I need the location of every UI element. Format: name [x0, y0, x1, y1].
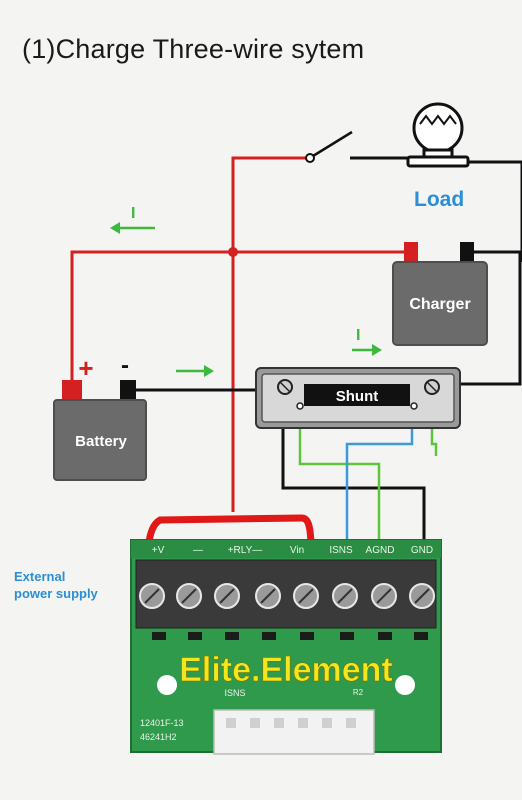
current-arrow-battery-shunt — [176, 365, 214, 377]
header-label-vin: Vin — [290, 545, 304, 556]
header-label-isns: ISNS — [329, 545, 353, 556]
charger: Charger — [392, 242, 488, 346]
battery-plus-sign: + — [78, 353, 93, 383]
battery-minus-sign: - — [121, 352, 129, 379]
shunt-label: Shunt — [336, 388, 379, 405]
current-arrow-shunt: I — [352, 327, 382, 356]
charger-label: Charger — [409, 296, 470, 313]
header-label-rly: +RLY— — [228, 545, 263, 556]
switch-lever — [312, 130, 353, 158]
current-label-shunt: I — [356, 327, 360, 344]
current-arrow-top-left: I — [110, 205, 155, 234]
mounting-hole-left — [157, 675, 177, 695]
board-code-1: 12401F-13 — [140, 718, 184, 728]
black-wire-gnd — [281, 386, 426, 582]
external-power-label-line2: power supply — [14, 586, 98, 601]
battery-negative-terminal — [120, 380, 136, 400]
battery-label: Battery — [75, 433, 127, 450]
board-code-2: 46241H2 — [140, 732, 177, 742]
shunt-screw-left — [296, 402, 304, 410]
red-wire-junction — [228, 247, 238, 257]
shunt-element — [304, 384, 410, 406]
current-arrows: I I — [110, 205, 382, 377]
diagram-title: (1)Charge Three-wire sytem — [22, 34, 365, 64]
battery-body — [53, 399, 147, 481]
board-silk-r2: R2 — [353, 688, 364, 697]
charger-negative-terminal — [460, 242, 474, 262]
battery: + - Battery — [53, 352, 147, 481]
current-label-top: I — [131, 205, 135, 222]
shunt: Shunt — [255, 367, 461, 429]
green-wire-agnd — [298, 404, 381, 582]
switch — [305, 130, 353, 163]
header-label-gnd: GND — [411, 545, 433, 556]
shunt-screw-right — [410, 402, 418, 410]
header-label-agnd: AGND — [366, 545, 395, 556]
red-wire-top — [231, 156, 310, 512]
battery-positive-terminal — [62, 380, 82, 400]
black-wire-charger-shunt — [448, 250, 522, 386]
header-label-v: +V — [152, 545, 165, 556]
board-silk-isns: ISNS — [224, 688, 245, 698]
black-wire-load-shunt — [462, 160, 522, 262]
mounting-hole-right — [395, 675, 415, 695]
board-connector — [213, 709, 375, 755]
charger-positive-terminal — [404, 242, 418, 262]
board-header-strip — [131, 540, 441, 558]
external-power-label-line1: External — [14, 569, 66, 584]
switch-contact-left — [305, 153, 315, 163]
board-components — [152, 632, 428, 640]
load-bulb-icon — [406, 102, 470, 168]
header-label-dash: — — [193, 545, 203, 556]
load-label: Load — [414, 188, 465, 211]
controller-board: +V — +RLY— Vin ISNS AGND GND — [130, 539, 442, 755]
charger-body — [392, 261, 488, 346]
black-wires — [134, 156, 522, 582]
terminal-screws — [139, 583, 435, 609]
board-brand-text: Elite.Element — [179, 651, 393, 689]
